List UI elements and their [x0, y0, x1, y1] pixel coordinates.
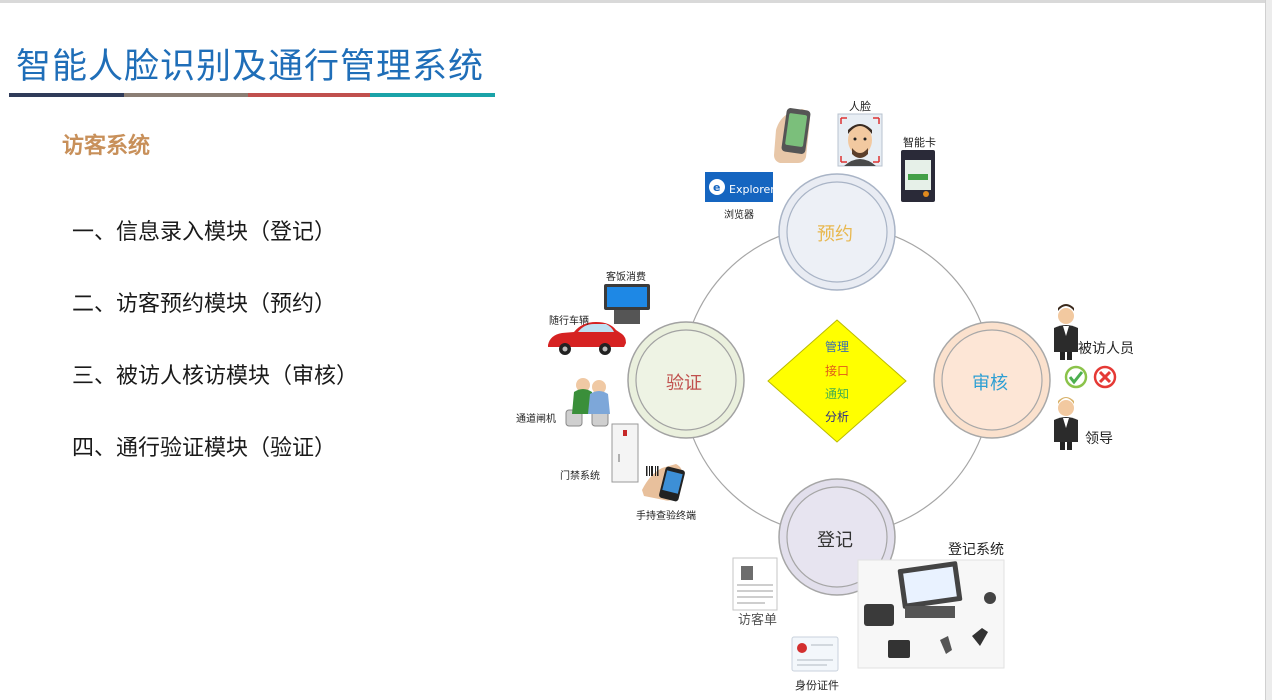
center-item-analyze: 分析 — [807, 408, 867, 425]
visitee-label: 被访人员 — [1078, 338, 1134, 358]
handheld-terminal-icon — [642, 464, 686, 502]
center-item-notify: 通知 — [807, 385, 867, 402]
svg-text:e: e — [713, 181, 720, 194]
node-label-reserve: 预约 — [817, 220, 853, 246]
leader-person-icon — [1054, 397, 1078, 450]
center-item-interface: 接口 — [807, 362, 867, 379]
approve-icon[interactable] — [1066, 367, 1086, 387]
smart-card-label: 智能卡 — [903, 134, 936, 150]
visitee-person-icon — [1054, 304, 1078, 360]
door-access-icon — [612, 424, 638, 482]
browser-label: 浏览器 — [724, 206, 754, 221]
node-label-review: 审核 — [972, 369, 1008, 395]
center-item-manage: 管理 — [807, 338, 867, 355]
id-card-icon — [792, 637, 838, 671]
register-system-label: 登记系统 — [948, 539, 1004, 559]
face-icon — [838, 114, 882, 166]
visitor-form-icon — [733, 558, 777, 610]
door-label: 门禁系统 — [560, 467, 600, 482]
visitor-form-label: 访客单 — [738, 609, 777, 628]
mobile-phone-icon — [774, 108, 811, 163]
register-devices-icon — [858, 560, 1004, 668]
node-label-verify: 验证 — [666, 369, 702, 395]
turnstile-gate-icon — [566, 378, 610, 426]
browser-logo-text: Explorer — [729, 183, 775, 196]
id-card-label: 身份证件 — [795, 677, 839, 693]
leader-label: 领导 — [1085, 428, 1113, 448]
window-scrollbar[interactable] — [1265, 0, 1272, 700]
reject-icon[interactable] — [1095, 367, 1115, 387]
smart-card-icon — [901, 150, 935, 202]
handheld-label: 手持查验终端 — [636, 507, 696, 522]
face-label: 人脸 — [849, 98, 871, 114]
gate-label: 通道闸机 — [516, 410, 556, 425]
node-label-register: 登记 — [817, 526, 853, 552]
vehicle-label: 随行车辆 — [549, 312, 589, 327]
consume-label: 客饭消费 — [606, 268, 646, 283]
browser-icon: e Explorer — [705, 172, 775, 202]
consume-terminal-icon — [604, 284, 650, 324]
